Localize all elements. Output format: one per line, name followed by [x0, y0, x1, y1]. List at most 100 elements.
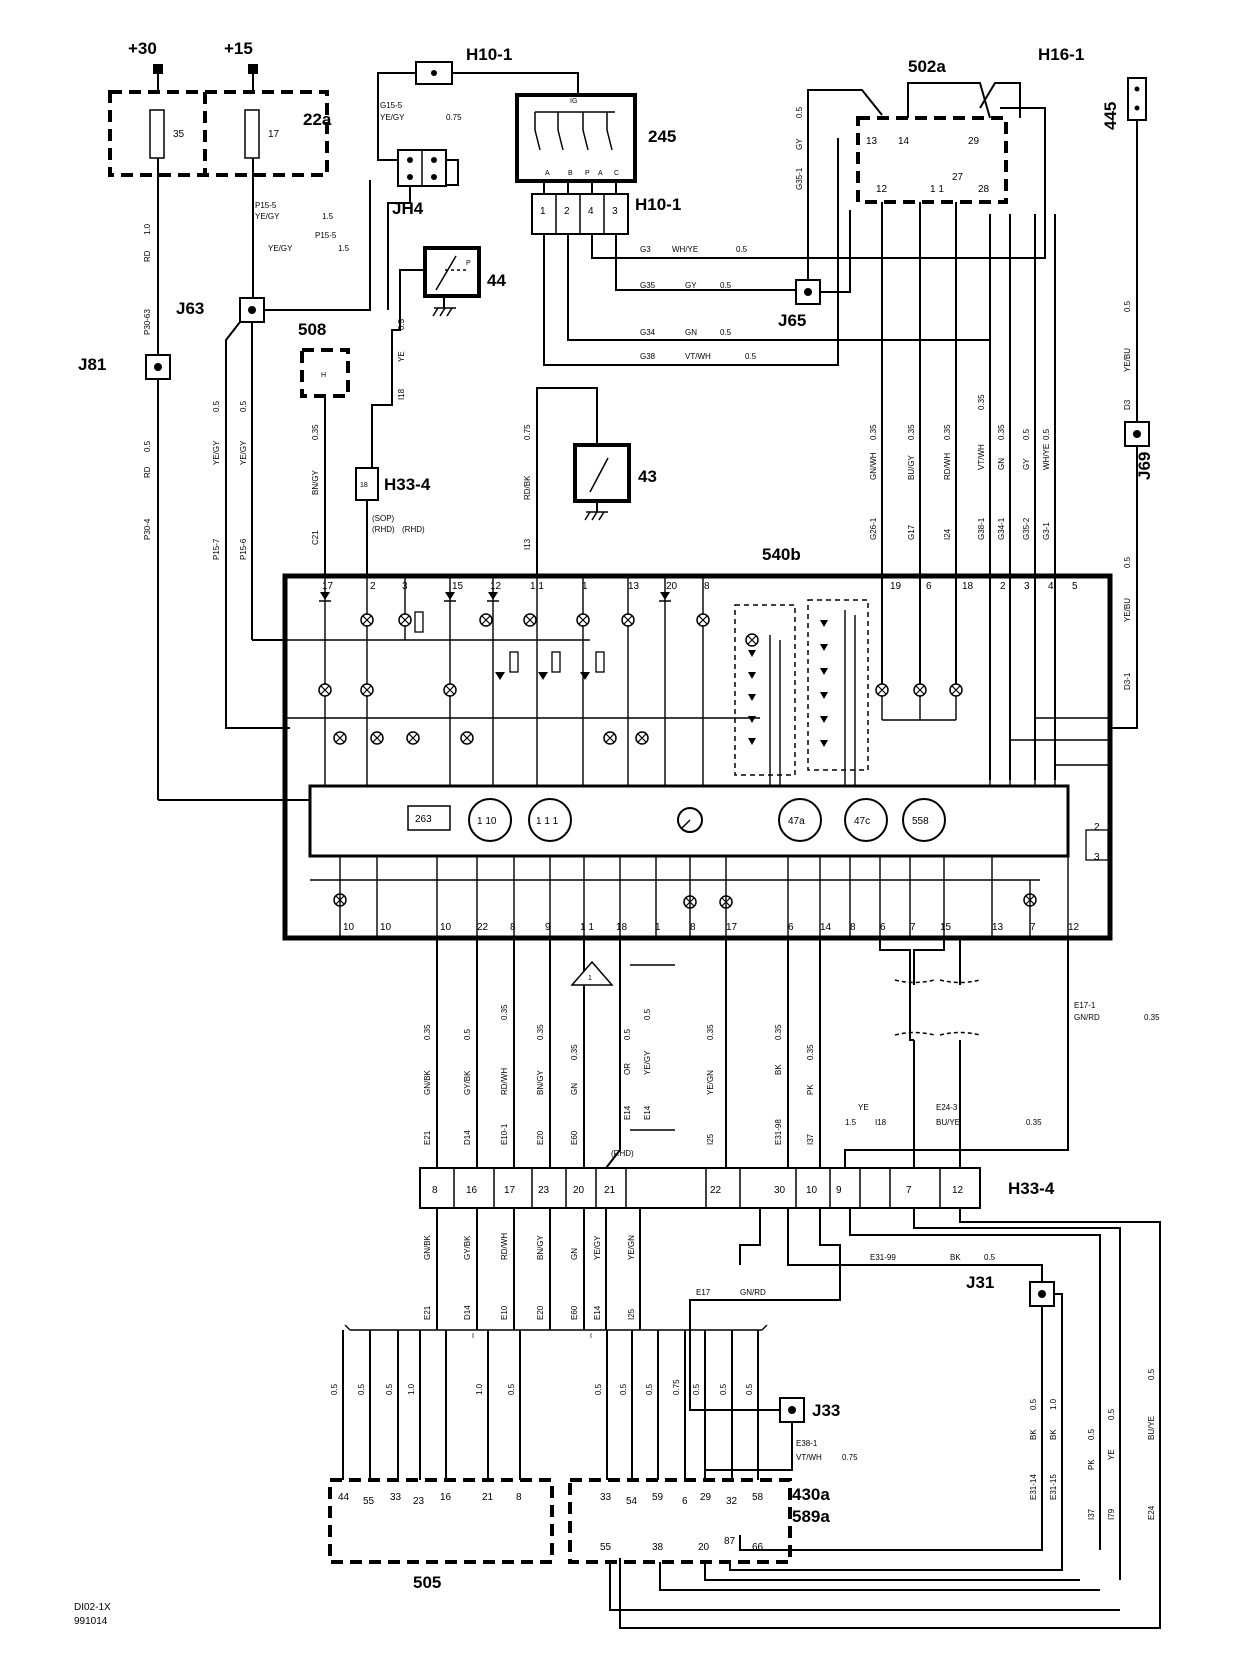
svg-text:RD: RD: [143, 466, 152, 478]
svg-text:I18: I18: [397, 388, 406, 400]
svg-text:P30-4: P30-4: [143, 518, 152, 540]
svg-text:0.5: 0.5: [619, 1383, 628, 1395]
svg-text:8: 8: [432, 1185, 438, 1196]
svg-text:P15-5: P15-5: [315, 231, 337, 240]
svg-text:38: 38: [652, 1542, 664, 1553]
svg-text:E21: E21: [423, 1305, 432, 1320]
svg-text:0.35: 0.35: [977, 394, 986, 410]
svg-text:YE/GN: YE/GN: [706, 1070, 715, 1095]
svg-text:23: 23: [538, 1185, 550, 1196]
led-group-right: [807, 599, 869, 771]
svg-text:0.35: 0.35: [943, 424, 952, 440]
connector-h10-1-top-label: H10-1: [466, 45, 512, 64]
svg-text:YE/GY: YE/GY: [643, 1050, 652, 1075]
svg-text:9: 9: [836, 1185, 842, 1196]
svg-text:0.5: 0.5: [643, 1008, 652, 1020]
svg-text:6: 6: [682, 1496, 688, 1507]
svg-text:0.5: 0.5: [463, 1028, 472, 1040]
fuse-35: [149, 109, 165, 159]
svg-text:17: 17: [322, 581, 334, 592]
ignition-switch-245: [515, 93, 637, 183]
svg-text:I25: I25: [627, 1308, 636, 1320]
svg-text:A: A: [598, 170, 603, 177]
module-505-label: 505: [413, 1573, 441, 1592]
svg-text:7: 7: [1030, 922, 1036, 933]
svg-text:BK: BK: [950, 1253, 961, 1262]
svg-text:GY: GY: [795, 138, 804, 150]
svg-text:23: 23: [413, 1496, 425, 1507]
svg-text:VT/WH: VT/WH: [796, 1453, 822, 1462]
svg-text:(SOP): (SOP): [372, 514, 395, 523]
svg-text:G34-1: G34-1: [997, 517, 1006, 540]
svg-text:87: 87: [724, 1536, 736, 1547]
svg-text:0.35: 0.35: [1026, 1118, 1042, 1127]
svg-text:14: 14: [820, 922, 832, 933]
svg-text:16: 16: [440, 1492, 452, 1503]
svg-text:18: 18: [360, 482, 368, 489]
svg-text:E31-14: E31-14: [1029, 1474, 1038, 1500]
svg-text:0.75: 0.75: [523, 424, 532, 440]
gauge-558: [902, 798, 946, 842]
svg-text:10: 10: [440, 922, 452, 933]
svg-text:8: 8: [516, 1492, 522, 1503]
fuse-box-22a: [108, 90, 329, 177]
svg-text:0.5: 0.5: [397, 318, 406, 330]
svg-text:4: 4: [588, 206, 594, 217]
svg-text:0.5: 0.5: [143, 440, 152, 452]
svg-text:G26-1: G26-1: [869, 517, 878, 540]
svg-text:1.5: 1.5: [845, 1118, 857, 1127]
svg-text:1.5: 1.5: [338, 244, 350, 253]
svg-text:1: 1: [582, 581, 588, 592]
svg-text:47a: 47a: [788, 816, 805, 827]
svg-text:0.5: 0.5: [507, 1383, 516, 1395]
svg-text:B: B: [568, 170, 573, 177]
svg-text:47c: 47c: [854, 816, 870, 827]
svg-text:1 1: 1 1: [930, 184, 944, 195]
svg-text:P15-6: P15-6: [239, 538, 248, 560]
switch-43: [573, 443, 631, 503]
svg-text:E14: E14: [643, 1105, 652, 1120]
svg-text:0.75: 0.75: [842, 1453, 858, 1462]
svg-text:58: 58: [752, 1492, 764, 1503]
svg-text:G35-1: G35-1: [795, 167, 804, 190]
bulb-445-label: 445: [1101, 102, 1120, 130]
svg-text:VT/WH: VT/WH: [685, 352, 711, 361]
svg-text:G38-1: G38-1: [977, 517, 986, 540]
ecu-430a-589a: [568, 1478, 792, 1564]
svg-text:YE/GY: YE/GY: [255, 212, 280, 221]
svg-text:0.5: 0.5: [1147, 1368, 1156, 1380]
svg-text:0.75: 0.75: [672, 1379, 681, 1395]
connector-h10-1-label: H10-1: [635, 195, 681, 214]
svg-text:E38-1: E38-1: [796, 1439, 818, 1448]
svg-text:13: 13: [866, 136, 878, 147]
svg-text:16: 16: [466, 1185, 478, 1196]
fuse-17: [244, 109, 260, 159]
ecu-430a-label: 430a: [792, 1485, 830, 1504]
svg-text:5: 5: [1072, 581, 1078, 592]
svg-text:YE/GY: YE/GY: [268, 244, 293, 253]
svg-text:0.5: 0.5: [623, 1028, 632, 1040]
gauge-263: [407, 805, 451, 831]
svg-text:BN/GY: BN/GY: [536, 1234, 545, 1260]
svg-text:27: 27: [952, 172, 964, 183]
svg-text:20: 20: [698, 1542, 710, 1553]
warning-lamps: [318, 613, 1037, 909]
splice-j31-label: J31: [966, 1273, 994, 1292]
svg-text:E21: E21: [423, 1130, 432, 1145]
svg-text:BU/YE: BU/YE: [1147, 1416, 1156, 1440]
svg-text:1: 1: [588, 975, 592, 982]
svg-text:9: 9: [545, 922, 551, 933]
svg-text:P: P: [466, 260, 471, 267]
svg-text:A: A: [545, 170, 550, 177]
svg-text:E20: E20: [536, 1130, 545, 1145]
svg-text:21: 21: [604, 1185, 616, 1196]
footer-date: 991014: [74, 1616, 108, 1627]
connector-h33-4-top-label: H33-4: [384, 475, 431, 494]
svg-text:GY: GY: [1022, 458, 1031, 470]
svg-text:558: 558: [912, 816, 929, 827]
svg-text:YE/GY: YE/GY: [239, 440, 248, 465]
fuse-35-label: 35: [173, 129, 185, 140]
svg-text:0.5: 0.5: [1042, 428, 1051, 440]
terminal-30: [153, 64, 163, 74]
svg-text:3: 3: [1094, 852, 1100, 863]
